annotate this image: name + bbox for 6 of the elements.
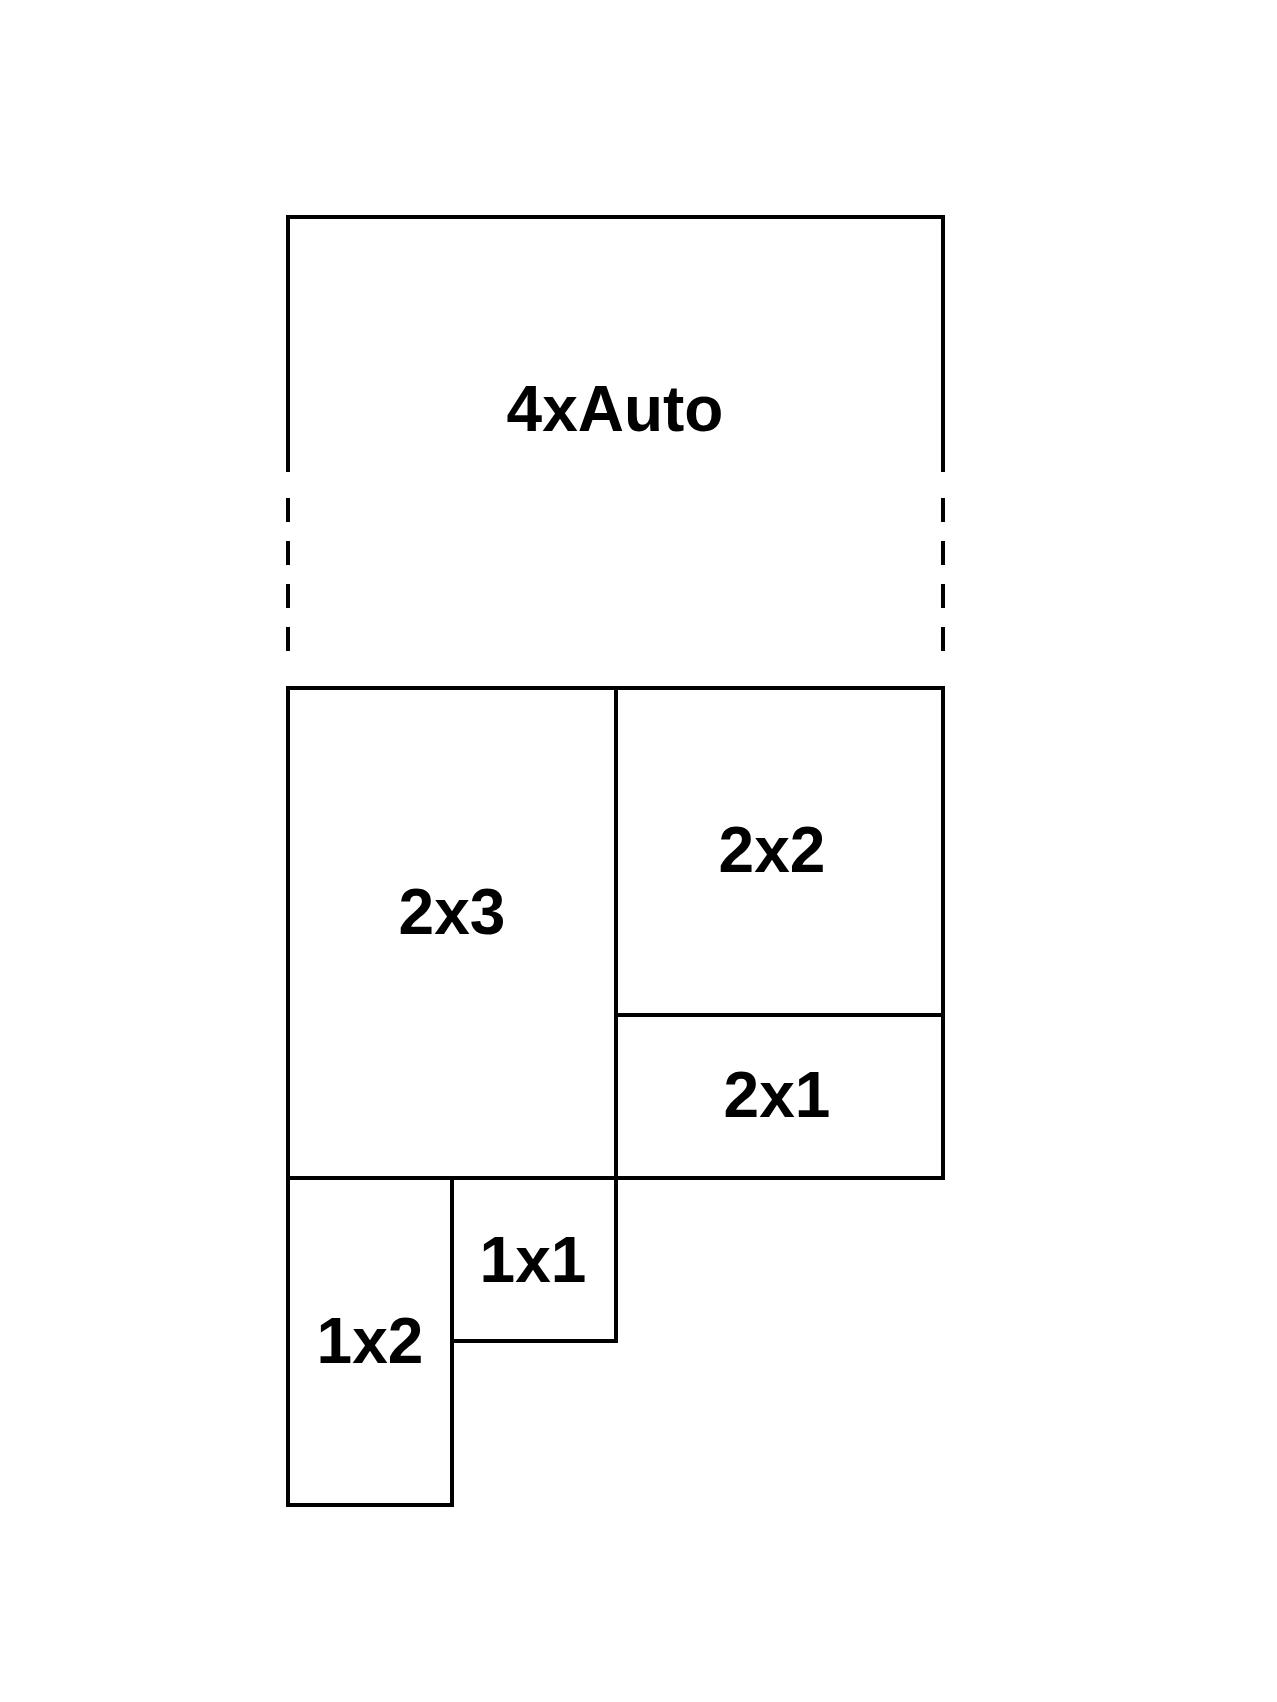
area-label: 2x1 — [723, 1063, 831, 1127]
area-label: 2x3 — [398, 880, 506, 944]
area-label: 4xAuto — [506, 377, 724, 441]
area-label: 1x2 — [316, 1309, 424, 1373]
area-label: 1x1 — [479, 1228, 587, 1292]
area-label: 2x2 — [718, 818, 826, 882]
